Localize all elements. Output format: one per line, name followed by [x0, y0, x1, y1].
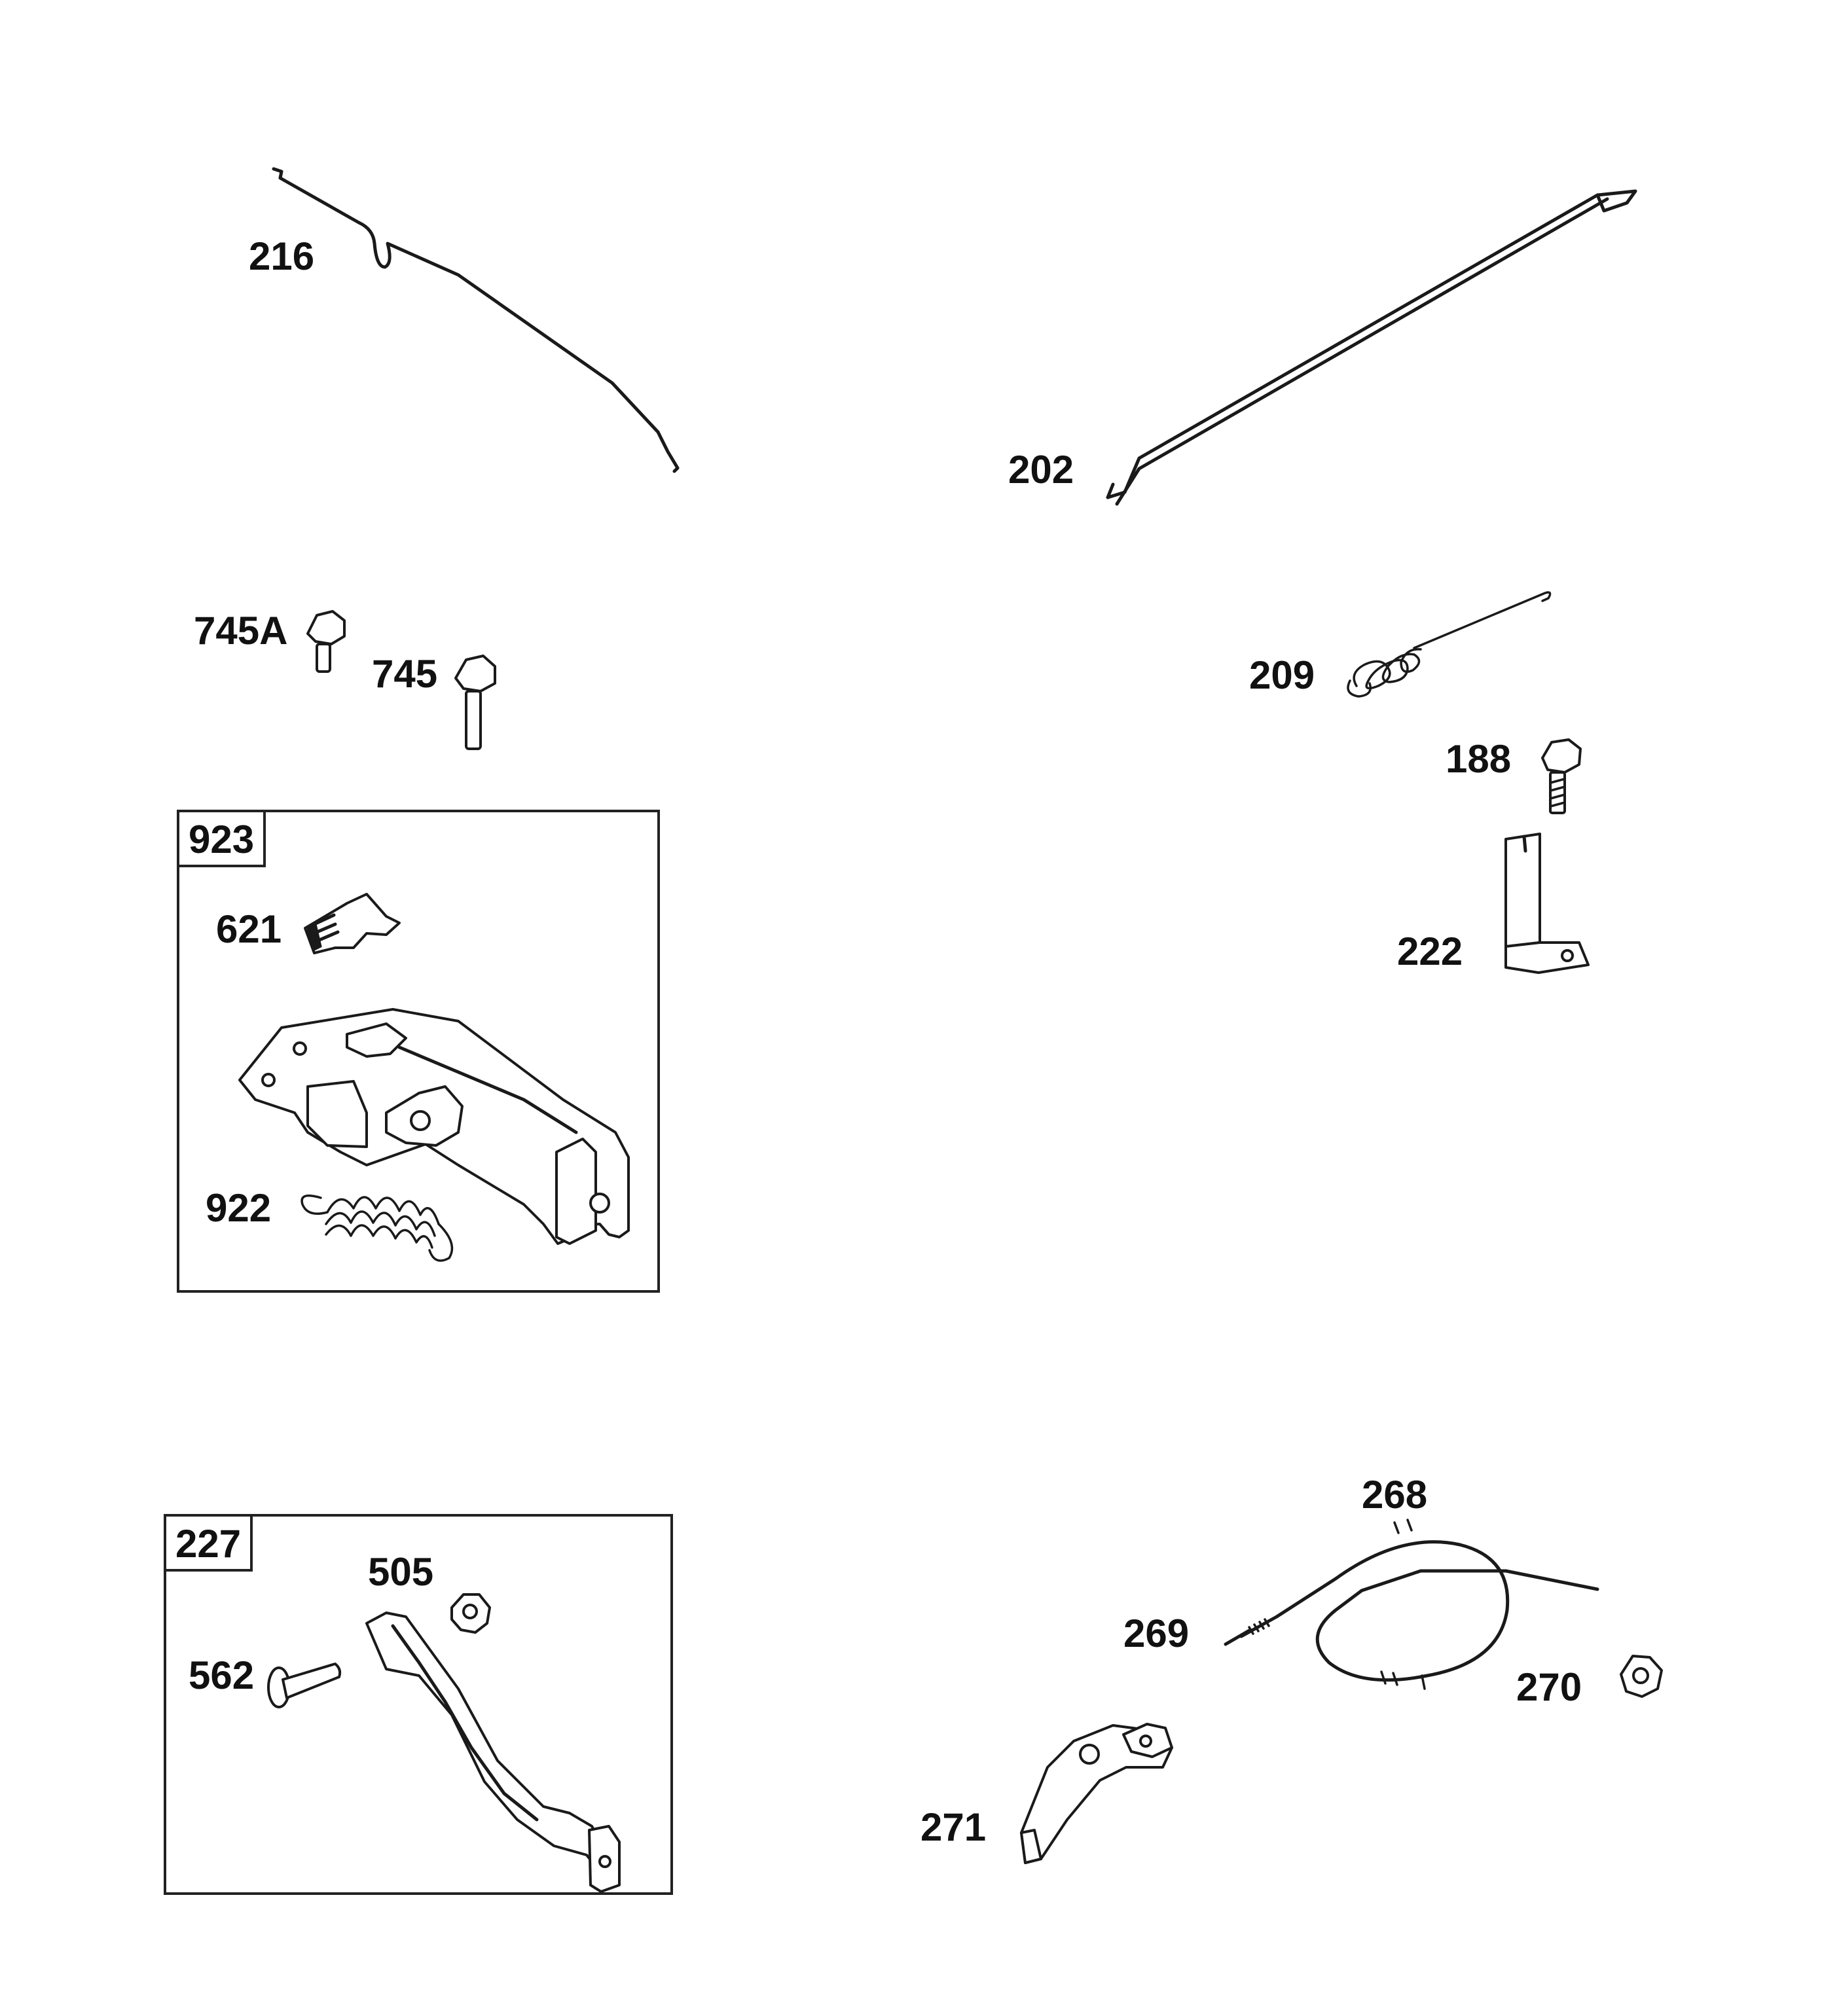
label-562: 562 [189, 1653, 255, 1697]
label-745a: 745A [194, 609, 288, 653]
label-269: 269 [1123, 1611, 1190, 1655]
label-621: 621 [216, 907, 282, 951]
label-922: 922 [206, 1186, 272, 1230]
label-216: 216 [249, 234, 315, 278]
part-216-governor-link [272, 167, 680, 473]
label-202: 202 [1008, 448, 1074, 492]
part-562-bolt [267, 1663, 342, 1708]
kit-923-tag: 923 [179, 812, 266, 867]
part-188-screw [1541, 738, 1582, 814]
label-268: 268 [1362, 1473, 1428, 1517]
label-270: 270 [1516, 1665, 1582, 1709]
kit-923-box: 923 [177, 810, 660, 1293]
kit-227-box: 227 [164, 1514, 673, 1895]
part-222-bracket [1504, 833, 1590, 974]
part-268-cable [1239, 1519, 1599, 1690]
part-271-clamp-lever [1020, 1723, 1173, 1864]
part-269-cable-end [1224, 1618, 1270, 1646]
label-209: 209 [1249, 653, 1315, 697]
part-227-control-lever [365, 1611, 621, 1893]
part-505-nut [450, 1593, 491, 1634]
part-922-spring [301, 1194, 454, 1262]
part-209-governor-spring [1347, 591, 1552, 698]
label-271: 271 [920, 1805, 987, 1849]
label-745: 745 [372, 652, 438, 696]
label-505: 505 [368, 1550, 434, 1594]
part-621-clip [304, 893, 401, 954]
part-202-throttle-link [1106, 189, 1637, 506]
part-745a-bolt [306, 610, 346, 673]
part-923-control-bracket [238, 1008, 630, 1245]
label-222: 222 [1397, 929, 1463, 973]
kit-227-tag: 227 [166, 1517, 253, 1572]
part-270-nut [1620, 1655, 1663, 1698]
part-745-bolt [454, 655, 496, 750]
label-188: 188 [1446, 737, 1512, 781]
